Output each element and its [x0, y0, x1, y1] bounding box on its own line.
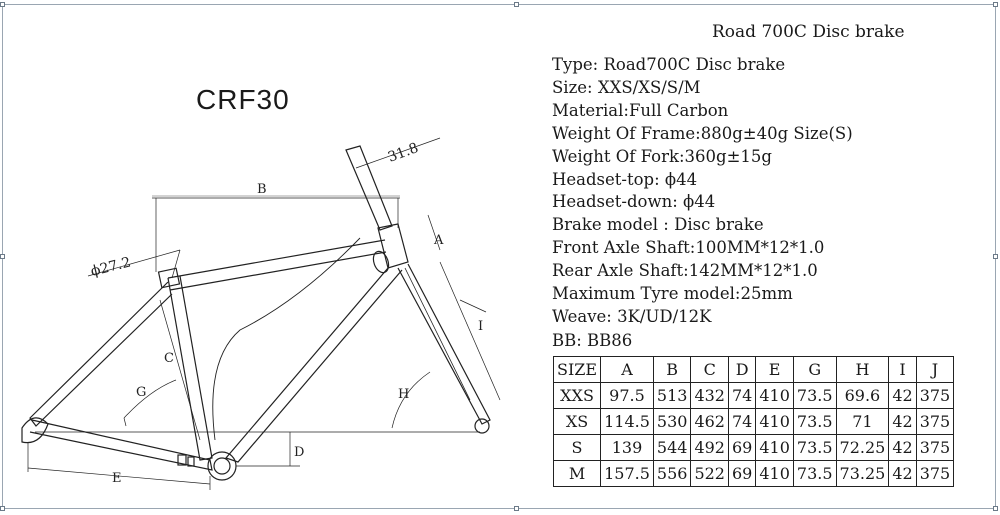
table-cell: 69	[727, 434, 757, 461]
resize-handle-top-left[interactable]	[0, 2, 5, 7]
resize-handle-top-center[interactable]	[514, 2, 519, 7]
table-cell: 375	[915, 408, 955, 435]
spec-front-axle: Front Axle Shaft:100MM*12*1.0	[552, 238, 825, 258]
spec-fork-weight: Weight Of Fork:360g±15g	[552, 146, 772, 166]
table-row: XS 114.5 530 462 74 410 73.5 71 42 375	[552, 408, 955, 435]
table-cell: 73.5	[792, 382, 837, 409]
geometry-size-table: SIZE A B C D E G H I J XXS 97.5 513 432 …	[552, 356, 955, 487]
table-cell: 42	[888, 460, 917, 487]
dim-label-seatpost: ϕ27.2	[89, 255, 132, 280]
table-cell: 74	[727, 408, 757, 435]
resize-handle-top-right[interactable]	[993, 2, 998, 7]
table-header-row: SIZE A B C D E G H I J	[552, 356, 955, 383]
table-row: S 139 544 492 69 410 73.5 72.25 42 375	[552, 434, 955, 461]
table-header-cell: SIZE	[552, 356, 602, 383]
table-cell: XXS	[552, 382, 602, 409]
table-header-cell: G	[792, 356, 837, 383]
table-cell: 97.5	[600, 382, 654, 409]
dim-label-e: E	[112, 471, 122, 486]
table-cell: M	[552, 460, 602, 487]
spec-max-tyre: Maximum Tyre model:25mm	[552, 284, 793, 304]
table-cell: 42	[888, 434, 917, 461]
table-cell: 513	[652, 382, 692, 409]
resize-handle-bottom-center[interactable]	[514, 506, 519, 511]
spec-weave: Weave: 3K/UD/12K	[552, 306, 712, 326]
table-cell: 42	[888, 408, 917, 435]
table-header-cell: A	[600, 356, 654, 383]
table-cell: 522	[690, 460, 729, 487]
table-header-cell: H	[835, 356, 890, 383]
table-cell: 73.5	[792, 460, 837, 487]
table-header-cell: J	[915, 356, 955, 383]
dim-label-d: D	[294, 445, 304, 460]
table-cell: 73.5	[792, 408, 837, 435]
spec-type: Type: Road700C Disc brake	[552, 55, 786, 74]
spec-size: Size: XXS/XS/S/M	[552, 77, 701, 97]
table-cell: 157.5	[600, 460, 654, 487]
table-cell: 492	[690, 434, 729, 461]
dim-label-stem: 31.8	[386, 140, 421, 166]
table-cell: 42	[888, 382, 917, 409]
dim-label-a: A	[433, 233, 444, 248]
model-name: CRF30	[196, 84, 290, 115]
table-header-cell: E	[755, 356, 794, 383]
table-cell: 375	[915, 434, 955, 461]
table-cell: 69	[727, 460, 757, 487]
dim-label-g: G	[136, 385, 146, 400]
dim-label-b: B	[257, 182, 267, 197]
table-cell: 410	[755, 460, 794, 487]
table-cell: 544	[652, 434, 692, 461]
dim-label-h: H	[398, 387, 409, 402]
table-row: M 157.5 556 522 69 410 73.5 73.25 42 375	[552, 460, 955, 487]
dim-label-c: C	[164, 351, 174, 366]
spec-title: Road 700C Disc brake	[712, 22, 905, 42]
table-header-cell: I	[888, 356, 917, 383]
table-cell: 72.25	[835, 434, 890, 461]
table-cell: 73.25	[835, 460, 890, 487]
table-cell: 375	[915, 460, 955, 487]
table-cell: 410	[755, 434, 794, 461]
resize-handle-mid-left[interactable]	[0, 254, 5, 259]
table-cell: 530	[652, 408, 692, 435]
table-row: XXS 97.5 513 432 74 410 73.5 69.6 42 375	[552, 382, 955, 409]
resize-handle-mid-right[interactable]	[993, 254, 998, 259]
table-cell: 74	[727, 382, 757, 409]
spec-material: Material:Full Carbon	[552, 100, 729, 120]
resize-handle-bottom-left[interactable]	[0, 506, 5, 511]
table-cell: 432	[690, 382, 729, 409]
table-cell: S	[552, 434, 602, 461]
spec-bb: BB: BB86	[552, 331, 633, 350]
table-cell: 462	[690, 408, 729, 435]
spec-list: Type: Road700C Disc brake Size: XXS/XS/S…	[552, 54, 853, 329]
table-cell: 71	[835, 408, 890, 435]
table-header-cell: D	[727, 356, 757, 383]
spec-rear-axle: Rear Axle Shaft:142MM*12*1.0	[552, 261, 818, 281]
spec-frame-weight: Weight Of Frame:880g±40g Size(S)	[552, 123, 853, 143]
table-cell: 375	[915, 382, 955, 409]
table-cell: 410	[755, 408, 794, 435]
dim-label-i: I	[478, 319, 483, 334]
table-cell: 139	[600, 434, 654, 461]
table-cell: 114.5	[600, 408, 654, 435]
table-header-cell: B	[652, 356, 692, 383]
spec-brake-model: Brake model : Disc brake	[552, 215, 764, 235]
table-cell: 410	[755, 382, 794, 409]
spec-headset-down: Headset-down: ϕ44	[552, 192, 716, 212]
spec-headset-top: Headset-top: ϕ44	[552, 169, 698, 189]
resize-handle-bottom-right[interactable]	[993, 506, 998, 511]
table-cell: 69.6	[835, 382, 890, 409]
table-cell: 73.5	[792, 434, 837, 461]
table-cell: XS	[552, 408, 602, 435]
table-header-cell: C	[690, 356, 729, 383]
table-cell: 556	[652, 460, 692, 487]
